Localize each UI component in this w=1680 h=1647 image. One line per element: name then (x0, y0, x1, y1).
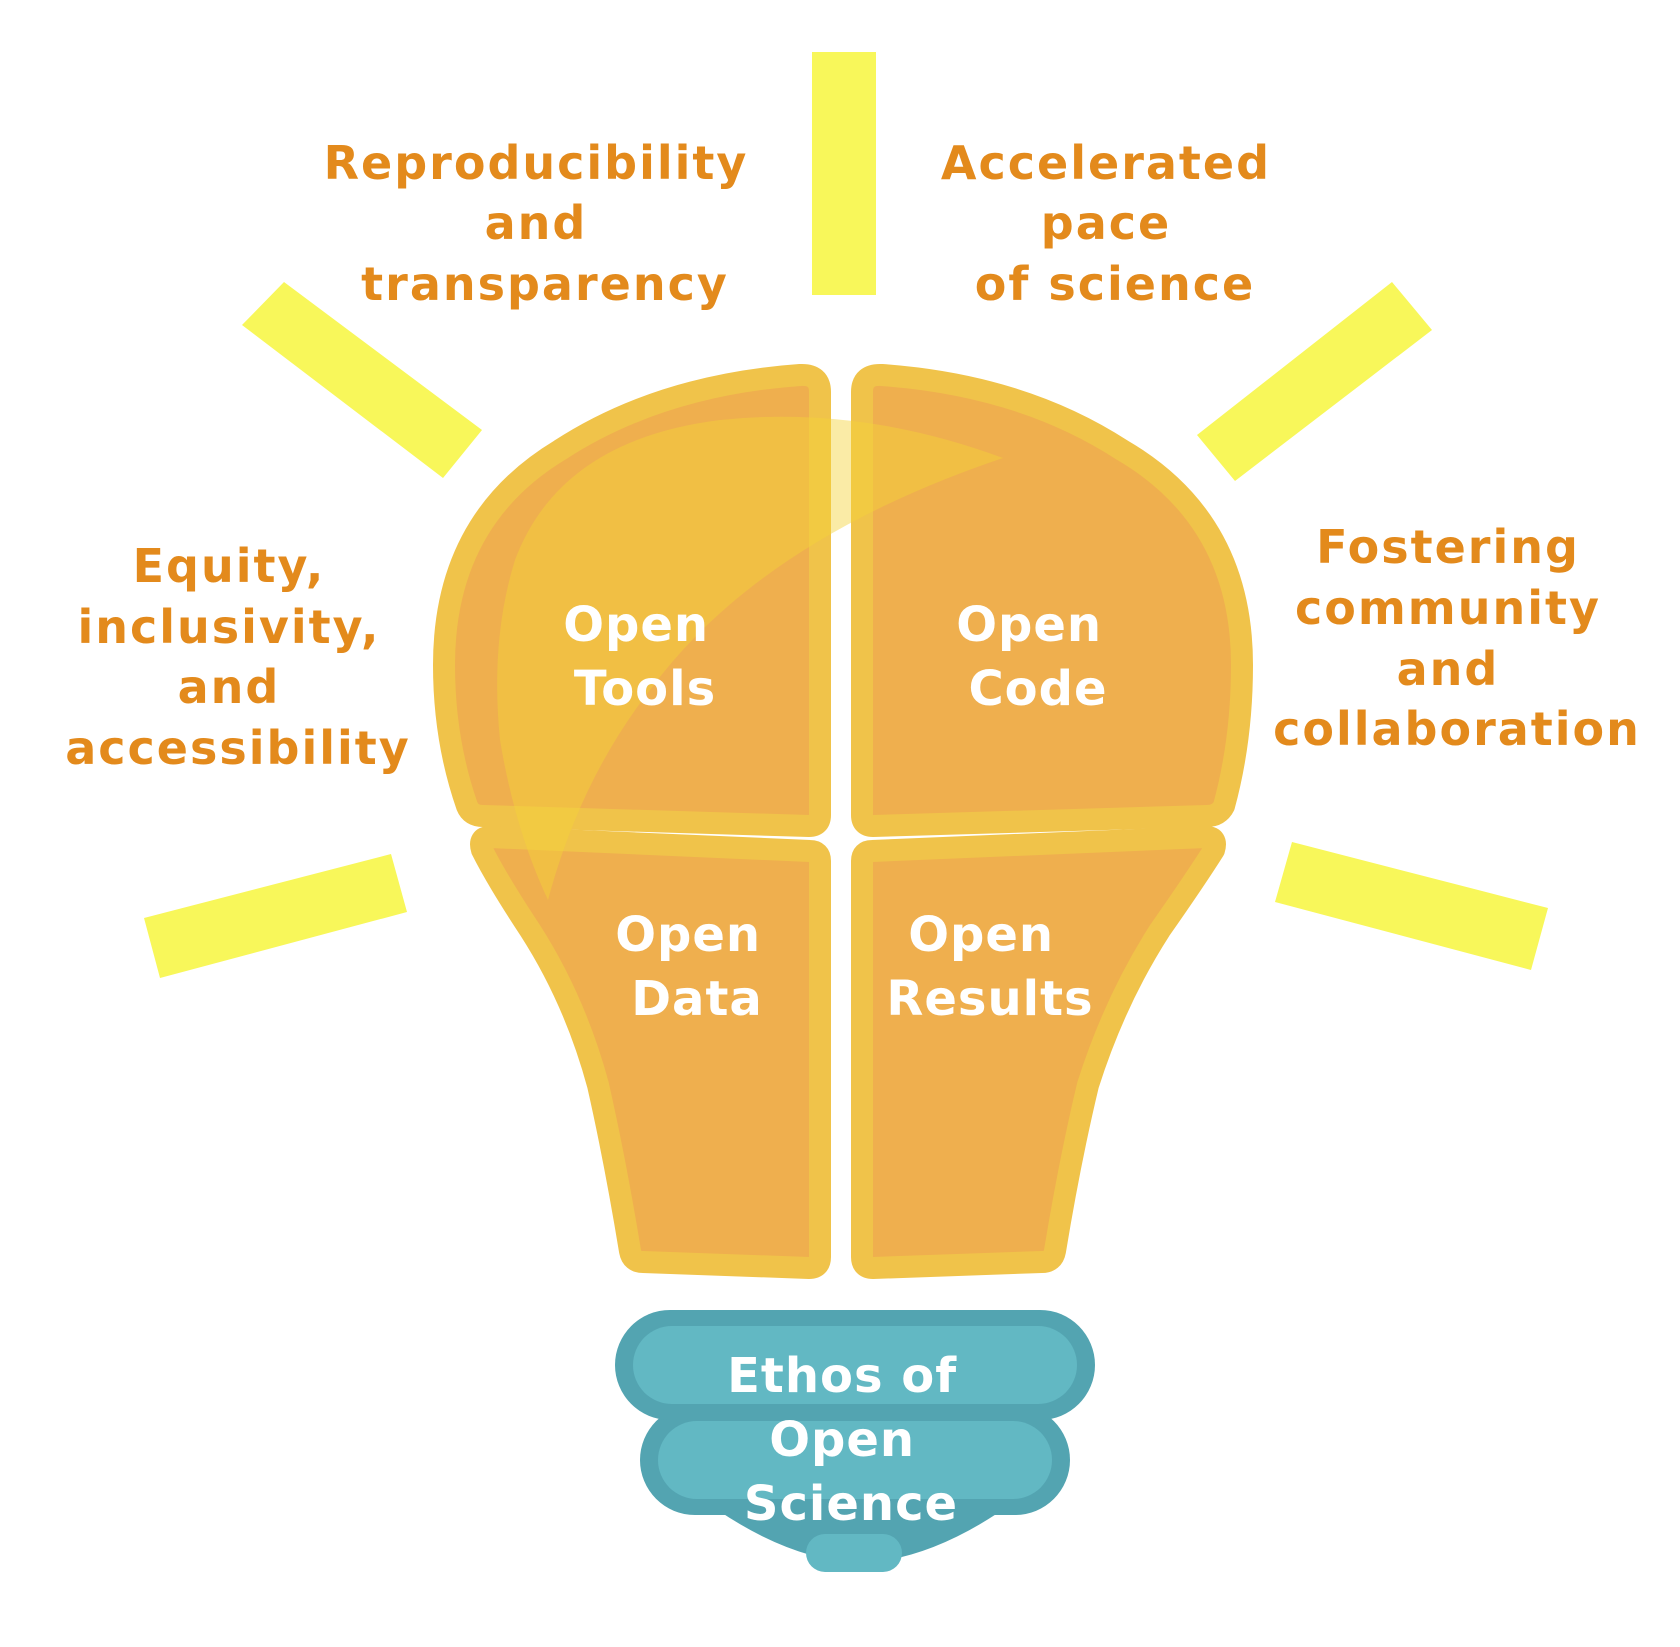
pillar-open-code-line-1: Open (956, 597, 1102, 653)
label-reproducibility-line-1: Reproducibility (324, 136, 749, 190)
light-ray-icon (144, 854, 407, 978)
quadrant-open-tools (433, 363, 831, 837)
bulb-body (433, 363, 1253, 1279)
light-ray-icon (812, 52, 876, 295)
label-accelerated-line-2: pace (1041, 196, 1171, 250)
label-equity-line-3: and (178, 660, 281, 714)
label-equity-line-4: accessibility (65, 721, 411, 775)
pillar-open-code: Open Code (956, 597, 1120, 717)
label-fostering-line-2: community (1295, 581, 1601, 635)
base-ring-upper-inner (633, 1326, 1077, 1404)
pillar-open-data-line-2: Data (631, 971, 763, 1027)
label-fostering-line-3: and (1397, 642, 1500, 696)
label-fostering: Fostering community and collaboration (1273, 520, 1641, 756)
bulb-base (615, 1310, 1095, 1572)
label-accelerated-line-1: Accelerated (941, 136, 1271, 190)
pillar-open-tools-line-2: Tools (574, 661, 716, 717)
pillar-open-results-line-1: Open (908, 907, 1054, 963)
pillar-open-data-line-1: Open (615, 907, 761, 963)
quadrant-open-code (851, 363, 1253, 837)
base-label-line-3: Science (744, 1476, 958, 1532)
pillar-open-code-line-2: Code (968, 661, 1107, 717)
label-equity-line-2: inclusivity, (77, 600, 380, 654)
pillar-open-tools: Open Tools (563, 597, 727, 717)
label-accelerated-line-3: of science (975, 257, 1255, 311)
light-ray-icon (242, 282, 482, 478)
label-fostering-line-4: collaboration (1273, 702, 1641, 756)
base-ring-lower-inner (658, 1421, 1052, 1499)
light-ray-icon (1197, 282, 1432, 481)
quadrant-open-data (470, 826, 831, 1279)
base-label-ethos: Ethos of Open Science (727, 1348, 975, 1532)
pillar-open-results: Open Results (886, 907, 1093, 1027)
light-rays (144, 52, 1548, 978)
label-reproducibility-line-2: and (485, 196, 588, 250)
base-label-line-1: Ethos of (727, 1348, 957, 1404)
label-accelerated: Accelerated pace of science (941, 136, 1289, 311)
base-label-line-2: Open (769, 1412, 915, 1468)
label-reproducibility: Reproducibility and transparency (324, 136, 767, 311)
label-reproducibility-line-3: transparency (361, 257, 729, 311)
pillar-open-data: Open Data (615, 907, 779, 1027)
label-fostering-line-1: Fostering (1316, 520, 1580, 574)
pillar-open-tools-line-1: Open (563, 597, 709, 653)
label-equity-line-1: Equity, (133, 539, 326, 593)
quadrant-open-results (851, 826, 1226, 1279)
base-tip-knob (806, 1534, 902, 1572)
label-equity: Equity, inclusivity, and accessibility (65, 539, 411, 775)
pillar-open-results-line-2: Results (886, 971, 1093, 1027)
light-ray-icon (1275, 842, 1548, 970)
bulb-highlight (497, 416, 1003, 900)
